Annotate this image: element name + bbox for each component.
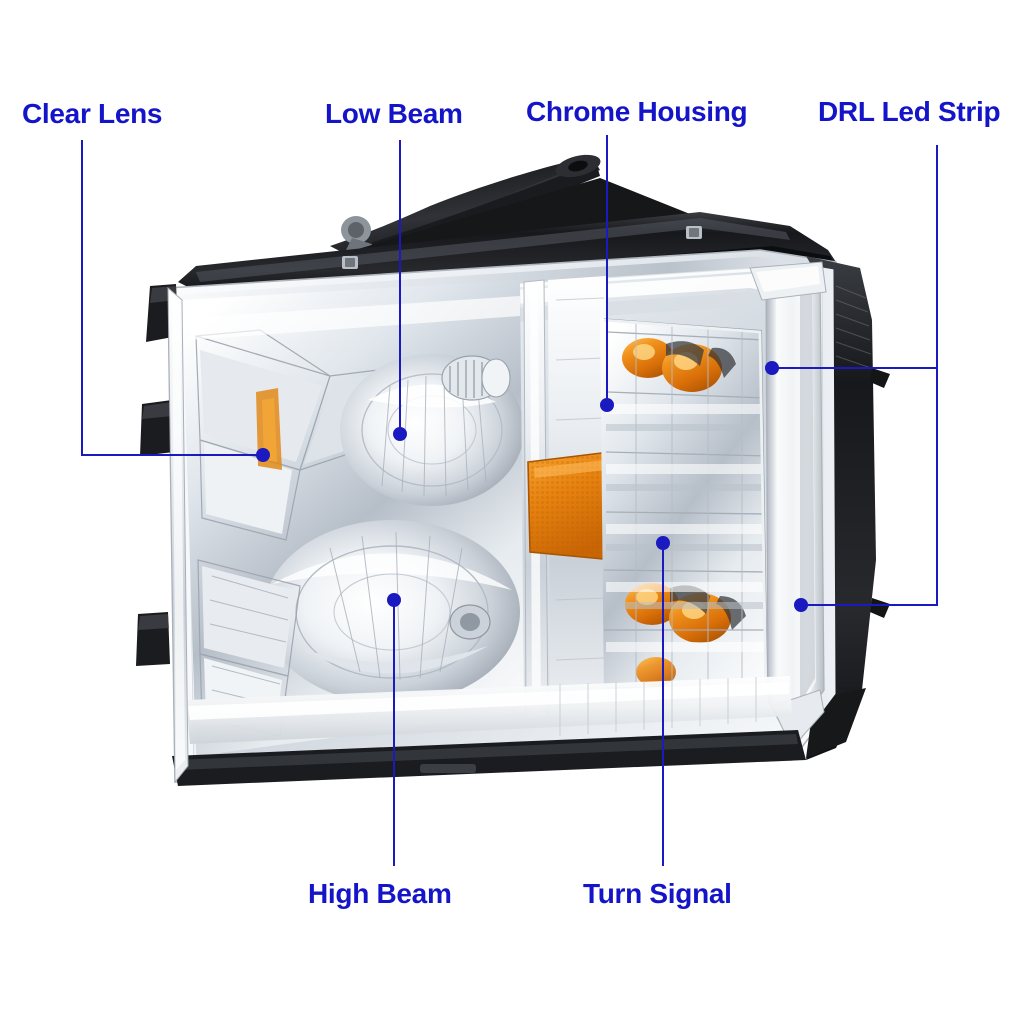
bottom-lens-bar [186,676,792,744]
callout-label-clear-lens: Clear Lens [22,98,163,129]
callout-label-turn-signal: Turn Signal [583,878,732,909]
callout-label-chrome-housing: Chrome Housing [526,96,748,127]
turn-signal-bulb-chamber [600,318,768,700]
callout-label-high-beam: High Beam [308,878,452,909]
callout-label-low-beam: Low Beam [325,98,463,129]
low-high-beam-chamber [182,280,524,756]
amber-reflector [527,451,615,561]
amber-bulb-upper [622,338,736,392]
callout-label-drl-led-strip: DRL Led Strip [818,96,1001,127]
bottom-gasket [172,730,806,786]
turn-signal-chamber [527,276,615,716]
